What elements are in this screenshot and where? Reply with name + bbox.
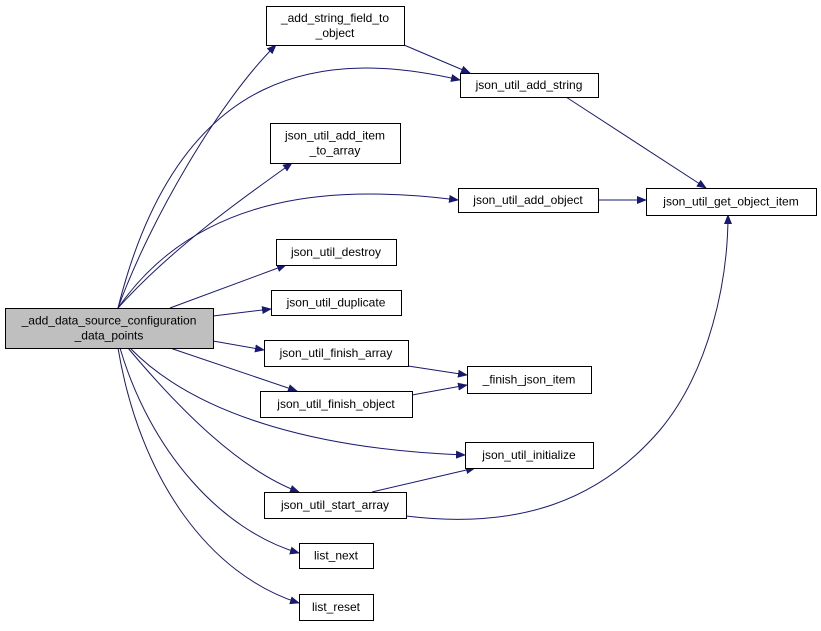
edge-root-to-finish_array (212, 340, 265, 353)
node-label: json_util_start_array (280, 498, 389, 512)
node-add_object[interactable]: json_util_add_object (458, 188, 599, 213)
node-get_object_item[interactable]: json_util_get_object_item (646, 188, 817, 216)
node-box (266, 6, 405, 46)
node-box (299, 594, 374, 621)
edge-add_string_field-to-add_string (403, 44, 471, 74)
node-box (276, 239, 397, 266)
node-finish_array[interactable]: json_util_finish_array (264, 340, 409, 367)
edge-root-to-add_item (117, 162, 293, 309)
edge-root-to-add_string_field (117, 44, 277, 309)
edge-root-to-duplicate (212, 306, 272, 317)
node-box (467, 366, 592, 394)
edge-root-to-list_reset (117, 347, 300, 605)
node-label: _object (315, 26, 355, 40)
node-box (271, 290, 402, 316)
edge-root-to-finish_object (169, 347, 298, 392)
edge-root-to-destroy (169, 264, 287, 309)
node-list_next[interactable]: list_next (299, 543, 374, 569)
edge-add_string-to-get_object_item (565, 96, 707, 189)
node-finish_json_item[interactable]: _finish_json_item (467, 366, 592, 394)
edge-start_array-to-get_object_item (405, 214, 732, 520)
node-box (465, 442, 594, 469)
node-label: json_util_get_object_item (662, 195, 798, 209)
edges-layer (117, 44, 732, 605)
node-root[interactable]: _add_data_source_configuration_data_poin… (5, 308, 214, 349)
edge-root-to-list_next (119, 347, 300, 555)
node-box (460, 73, 599, 98)
node-label: _finish_json_item (482, 373, 576, 387)
node-finish_object[interactable]: json_util_finish_object (260, 391, 413, 418)
node-add_string_field[interactable]: _add_string_field_to_object (266, 6, 405, 46)
node-label: json_util_add_item (284, 129, 385, 143)
node-box (260, 391, 413, 418)
node-box (299, 543, 374, 569)
edge-finish_object-to-finish_json_item (411, 382, 468, 396)
edge-root-to-start_array (127, 347, 300, 493)
node-label: json_util_finish_object (276, 397, 395, 411)
node-duplicate[interactable]: json_util_duplicate (271, 290, 402, 316)
node-label: _add_data_source_configuration (21, 314, 197, 328)
node-initialize[interactable]: json_util_initialize (465, 442, 594, 469)
edge-finish_array-to-finish_json_item (407, 365, 468, 378)
nodes-layer: _add_data_source_configuration_data_poin… (5, 6, 817, 621)
node-label: list_reset (312, 600, 361, 614)
node-box (646, 188, 817, 216)
node-label: json_util_initialize (481, 448, 576, 462)
node-label: json_util_finish_array (279, 346, 393, 360)
node-box (264, 492, 407, 519)
node-label: _to_array (309, 144, 361, 158)
node-box (264, 340, 409, 367)
node-destroy[interactable]: json_util_destroy (276, 239, 397, 266)
edge-root-to-add_object (117, 193, 459, 309)
node-list_reset[interactable]: list_reset (299, 594, 374, 621)
node-label: _data_points (74, 329, 144, 343)
edge-start_array-to-initialize (371, 466, 476, 493)
node-box (5, 308, 214, 349)
node-label: list_next (314, 549, 359, 563)
node-add_string[interactable]: json_util_add_string (460, 73, 599, 98)
node-add_item[interactable]: json_util_add_item_to_array (270, 123, 401, 164)
node-start_array[interactable]: json_util_start_array (264, 492, 407, 519)
node-label: json_util_destroy (290, 245, 381, 259)
node-label: _add_string_field_to (280, 11, 389, 25)
node-box (458, 188, 599, 213)
edge-root-to-initialize (129, 347, 466, 459)
node-label: json_util_duplicate (286, 296, 386, 310)
node-label: json_util_add_string (475, 78, 583, 92)
node-label: json_util_add_object (472, 193, 583, 207)
edge-root-to-add_string (117, 67, 461, 309)
node-box (270, 123, 401, 164)
